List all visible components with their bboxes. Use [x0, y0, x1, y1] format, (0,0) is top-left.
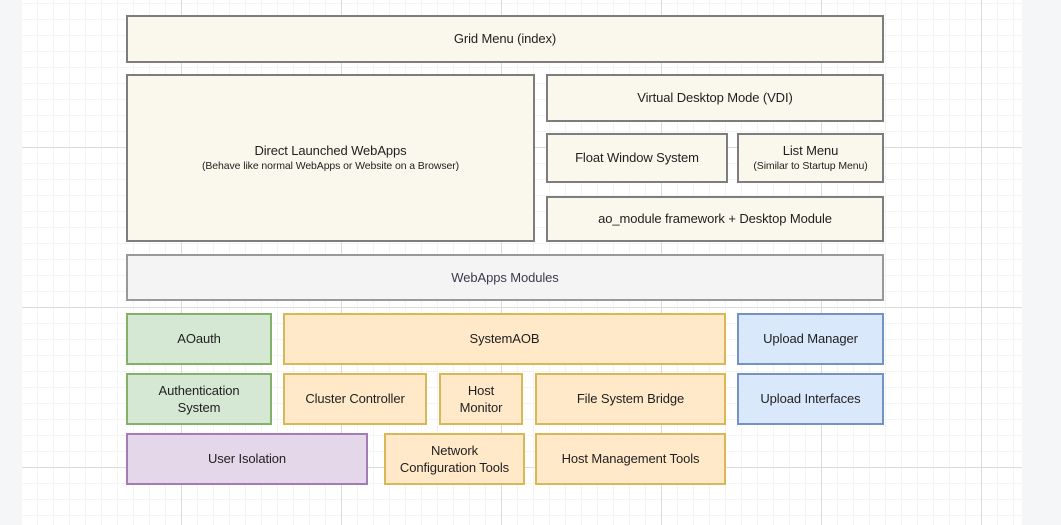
node-webapps-modules[interactable]: WebApps Modules — [126, 254, 884, 301]
node-upload-interfaces[interactable]: Upload Interfaces — [737, 373, 884, 425]
node-label: WebApps Modules — [451, 269, 559, 285]
node-label: Float Window System — [575, 150, 699, 166]
node-sublabel: System — [177, 400, 221, 415]
node-file-system-bridge[interactable]: File System Bridge — [535, 373, 726, 425]
node-float-window-system[interactable]: Float Window System — [546, 133, 728, 183]
node-label: Network — [431, 442, 478, 458]
node-ao-module-framework[interactable]: ao_module framework + Desktop Module — [546, 196, 884, 242]
node-virtual-desktop-mode[interactable]: Virtual Desktop Mode (VDI) — [546, 74, 884, 122]
node-cluster-controller[interactable]: Cluster Controller — [283, 373, 427, 425]
node-label: Virtual Desktop Mode (VDI) — [637, 90, 793, 106]
node-aoauth[interactable]: AOauth — [126, 313, 272, 365]
node-label: Host — [467, 382, 495, 398]
node-direct-launched-webapps[interactable]: Direct Launched WebApps (Behave like norm… — [126, 74, 535, 242]
node-label: User Isolation — [207, 451, 287, 467]
node-label: Upload Interfaces — [760, 391, 861, 407]
node-sublabel: (Behave like normal WebApps or Website o… — [201, 160, 460, 173]
node-label: List Menu — [782, 142, 839, 158]
node-label: SystemAOB — [469, 331, 540, 347]
node-label: Cluster Controller — [305, 391, 405, 407]
node-sublabel: (Similar to Startup Menu) — [753, 160, 868, 173]
node-label: Upload Manager — [763, 331, 858, 347]
node-host-management-tools[interactable]: Host Management Tools — [535, 433, 726, 485]
node-user-isolation[interactable]: User Isolation — [126, 433, 368, 485]
node-list-menu[interactable]: List Menu (Similar to Startup Menu) — [737, 133, 884, 183]
node-systemaob[interactable]: SystemAOB — [283, 313, 726, 365]
node-label: Direct Launched WebApps — [254, 142, 407, 158]
node-sublabel: Monitor — [459, 400, 503, 415]
node-upload-manager[interactable]: Upload Manager — [737, 313, 884, 365]
node-label: Host Management Tools — [561, 451, 700, 467]
node-label: Grid Menu (index) — [453, 31, 557, 47]
node-grid-menu[interactable]: Grid Menu (index) — [126, 15, 884, 63]
node-sublabel: Configuration Tools — [399, 460, 510, 475]
node-label: AOauth — [177, 331, 221, 347]
node-label: ao_module framework + Desktop Module — [598, 211, 832, 227]
node-label: Authentication — [158, 382, 240, 398]
node-label: File System Bridge — [576, 391, 685, 407]
